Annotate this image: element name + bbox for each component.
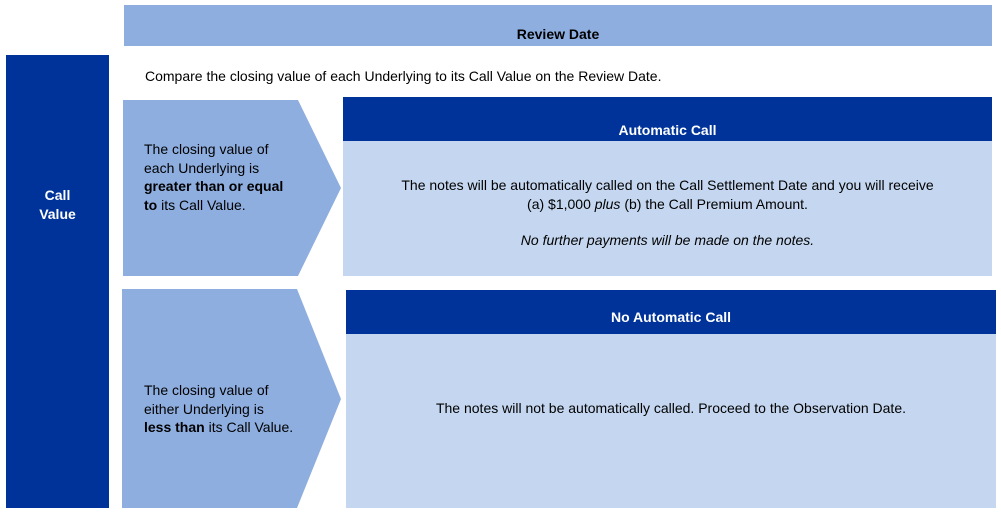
automatic-call-note: No further payments will be made on the … <box>520 232 815 248</box>
no-automatic-call-title: No Automatic Call <box>610 309 732 325</box>
condition-arrow-greater <box>123 100 341 276</box>
condition-greater-pre: The closing value of each Underlying is <box>144 141 269 176</box>
automatic-call-body: The notes will be automatically called o… <box>343 141 992 276</box>
condition-text-greater: The closing value of each Underlying is … <box>144 140 294 214</box>
side-label-line-2: Value <box>39 205 76 222</box>
side-label-line-1: Call <box>44 186 71 203</box>
no-automatic-call-header: No Automatic Call <box>346 290 996 334</box>
condition-greater-post: its Call Value. <box>157 196 246 213</box>
condition-greater-bold: greater than or equal to <box>144 178 284 213</box>
review-date-header: Review Date <box>124 5 992 46</box>
automatic-call-line-2a: (a) $1,000 <box>527 195 595 212</box>
review-date-title: Review Date <box>516 26 600 42</box>
no-automatic-call-text: The notes will not be automatically call… <box>435 400 907 416</box>
automatic-call-title: Automatic Call <box>618 122 717 138</box>
condition-less-post: its Call Value. <box>204 419 294 435</box>
condition-less-bold: less than <box>144 419 205 435</box>
automatic-call-line-2b: (b) the Call Premium Amount. <box>620 195 808 212</box>
automatic-call-line-1: The notes will be automatically called o… <box>401 177 934 193</box>
automatic-call-line-2: (a) $1,000 plus (b) the Call Premium Amo… <box>343 195 992 214</box>
automatic-call-header: Automatic Call <box>343 97 992 141</box>
call-value-side-label: Call Value <box>6 55 109 508</box>
condition-text-less: The closing value of either Underlying i… <box>144 381 294 437</box>
instruction-text: Compare the closing value of each Underl… <box>145 68 662 84</box>
condition-less-pre: The closing value of either Underlying i… <box>144 382 269 417</box>
condition-arrow-less <box>122 289 341 508</box>
no-automatic-call-body: The notes will not be automatically call… <box>346 334 996 508</box>
automatic-call-plus: plus <box>594 195 621 212</box>
